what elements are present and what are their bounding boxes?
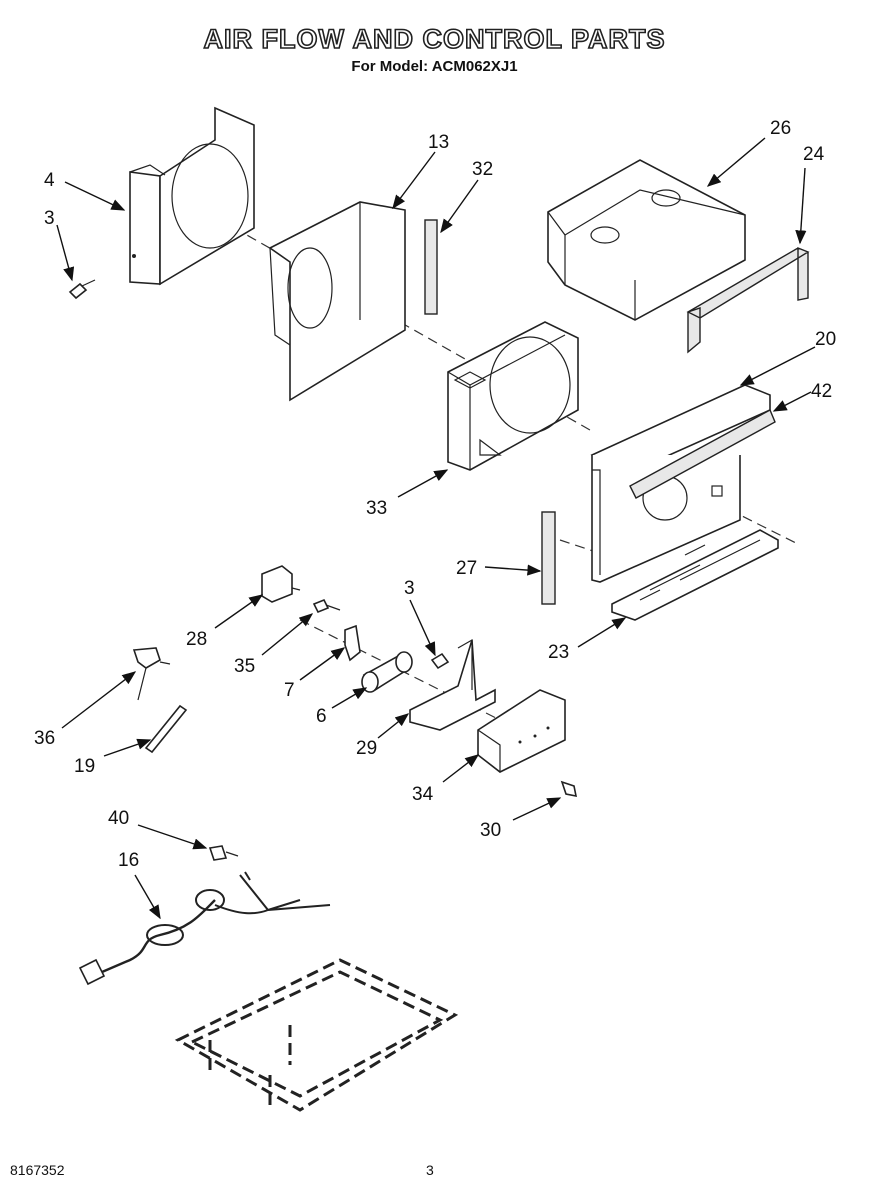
part-4-housing-plate	[129, 106, 255, 286]
assembly-line-lower	[299, 619, 541, 741]
part-24-u-gasket	[686, 246, 810, 354]
base-pan-phantom	[174, 958, 459, 1112]
callout-32: 32	[472, 159, 493, 180]
part-16-power-cord	[78, 871, 331, 986]
part-27-vertical-strip	[541, 511, 556, 605]
part-29-bracket	[409, 638, 496, 731]
part-33-scroll-housing	[447, 321, 579, 471]
part-36-thermostat	[132, 647, 171, 701]
callout-13: 13	[428, 132, 449, 153]
part-28-switch	[261, 565, 301, 603]
part-30-screw	[560, 780, 578, 798]
callout-42: 42	[811, 381, 832, 402]
page-number: 3	[426, 1162, 434, 1178]
callout-23: 23	[548, 642, 569, 663]
callout-24: 24	[803, 144, 825, 165]
callout-3-left: 3	[44, 208, 55, 229]
callout-6: 6	[316, 706, 327, 727]
page-title: AIR FLOW AND CONTROL PARTS	[203, 23, 666, 55]
callout-arrows	[56, 137, 816, 920]
callout-33: 33	[366, 498, 387, 519]
part-13-shroud	[268, 201, 406, 402]
callout-29: 29	[356, 738, 377, 759]
callout-36: 36	[34, 728, 55, 749]
callout-26: 26	[770, 118, 791, 139]
part-6-capacitor	[361, 651, 413, 693]
part-3-screw-left	[68, 279, 96, 300]
callout-16: 16	[118, 850, 139, 871]
part-26-top-cover	[547, 159, 746, 321]
part-3-screw-middle	[430, 652, 450, 670]
callout-19: 19	[74, 756, 95, 777]
part-20-rear-panel	[590, 384, 771, 583]
callout-40: 40	[108, 808, 129, 829]
part-35-screw	[312, 598, 341, 614]
model-subtitle: For Model: ACM062XJ1	[351, 58, 518, 75]
part-40-screw	[208, 845, 239, 861]
doc-number: 8167352	[10, 1162, 65, 1178]
callout-35: 35	[234, 656, 255, 677]
part-42-long-gasket	[629, 409, 776, 499]
callout-34: 34	[412, 784, 434, 805]
part-7-clamp	[344, 624, 361, 662]
callout-labels: 4 3 13 32 26 24 20 42 33 27 23 3 28 35 7…	[34, 118, 836, 871]
callout-3-middle: 3	[404, 578, 415, 599]
callout-30: 30	[480, 820, 501, 841]
callout-7: 7	[284, 680, 295, 701]
callout-28: 28	[186, 629, 207, 650]
callout-20: 20	[815, 329, 836, 350]
part-23-base-insert	[611, 529, 779, 621]
callout-27: 27	[456, 558, 477, 579]
part-32-gasket-strip	[424, 219, 438, 315]
callout-4: 4	[44, 170, 55, 191]
part-19-tube	[144, 704, 188, 754]
